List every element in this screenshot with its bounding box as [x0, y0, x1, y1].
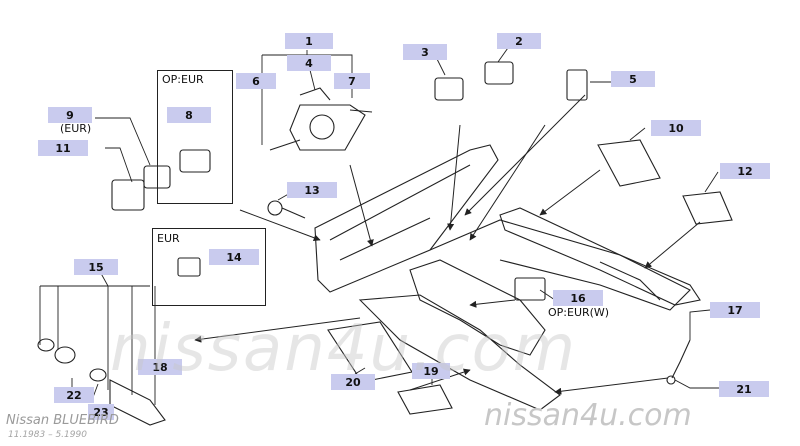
part-label-21: 21	[719, 381, 769, 397]
watermark-small: nissan4u.com	[484, 398, 692, 433]
part-label-13: 13	[287, 182, 337, 198]
watermark-large: nissan4u.com	[110, 312, 578, 386]
part-label-10: 10	[651, 120, 701, 136]
part-14	[177, 257, 201, 277]
switch-8	[179, 149, 211, 173]
part-13	[267, 200, 283, 216]
part-label-2: 2	[497, 33, 541, 49]
part-label-22: 22	[54, 387, 94, 403]
part-label-1: 1	[285, 33, 333, 49]
part-19	[397, 384, 453, 415]
model-caption: Nissan BLUEBIRD	[6, 413, 119, 428]
part-label-8: 8	[167, 107, 211, 123]
part-label-23: 23	[88, 404, 114, 420]
part-22a	[37, 338, 55, 352]
part-label-7: 7	[334, 73, 370, 89]
dashboard-panel	[314, 144, 499, 293]
part-label-5: 5	[611, 71, 655, 87]
note-eur-9: (EUR)	[60, 122, 92, 135]
switch-16	[514, 277, 546, 301]
switch-3	[434, 77, 464, 101]
part-label-11: 11	[38, 140, 88, 156]
switch-5	[566, 69, 588, 101]
center-console	[409, 259, 546, 356]
part-label-6: 6	[236, 73, 276, 89]
years-caption: 11.1983 – 5.1990	[8, 430, 87, 440]
note-op-eur-w: OP:EUR(W)	[548, 306, 610, 319]
part-label-3: 3	[403, 44, 447, 60]
door-trim	[499, 207, 701, 306]
part-label-17: 17	[710, 302, 760, 318]
part-label-20: 20	[331, 374, 375, 390]
op-eur-frame	[157, 70, 233, 204]
part-23	[89, 368, 107, 382]
note-op-eur: OP:EUR	[162, 73, 204, 86]
part-18	[109, 379, 166, 426]
switch-11	[111, 179, 145, 211]
part-label-16: 16	[553, 290, 603, 306]
eur-frame	[152, 228, 266, 306]
combination-switch	[289, 104, 366, 151]
part-17	[671, 339, 691, 379]
bezel-12	[682, 191, 733, 225]
part-label-14: 14	[209, 249, 259, 265]
part-label-12: 12	[720, 163, 770, 179]
part-label-4: 4	[287, 55, 331, 71]
part-label-19: 19	[412, 363, 450, 379]
note-eur-box: EUR	[157, 232, 180, 245]
part-label-18: 18	[138, 359, 182, 375]
part-label-9: 9	[48, 107, 92, 123]
bezel-10	[597, 139, 661, 187]
switch-2	[484, 61, 514, 85]
part-label-15: 15	[74, 259, 118, 275]
part-22b	[54, 346, 76, 364]
